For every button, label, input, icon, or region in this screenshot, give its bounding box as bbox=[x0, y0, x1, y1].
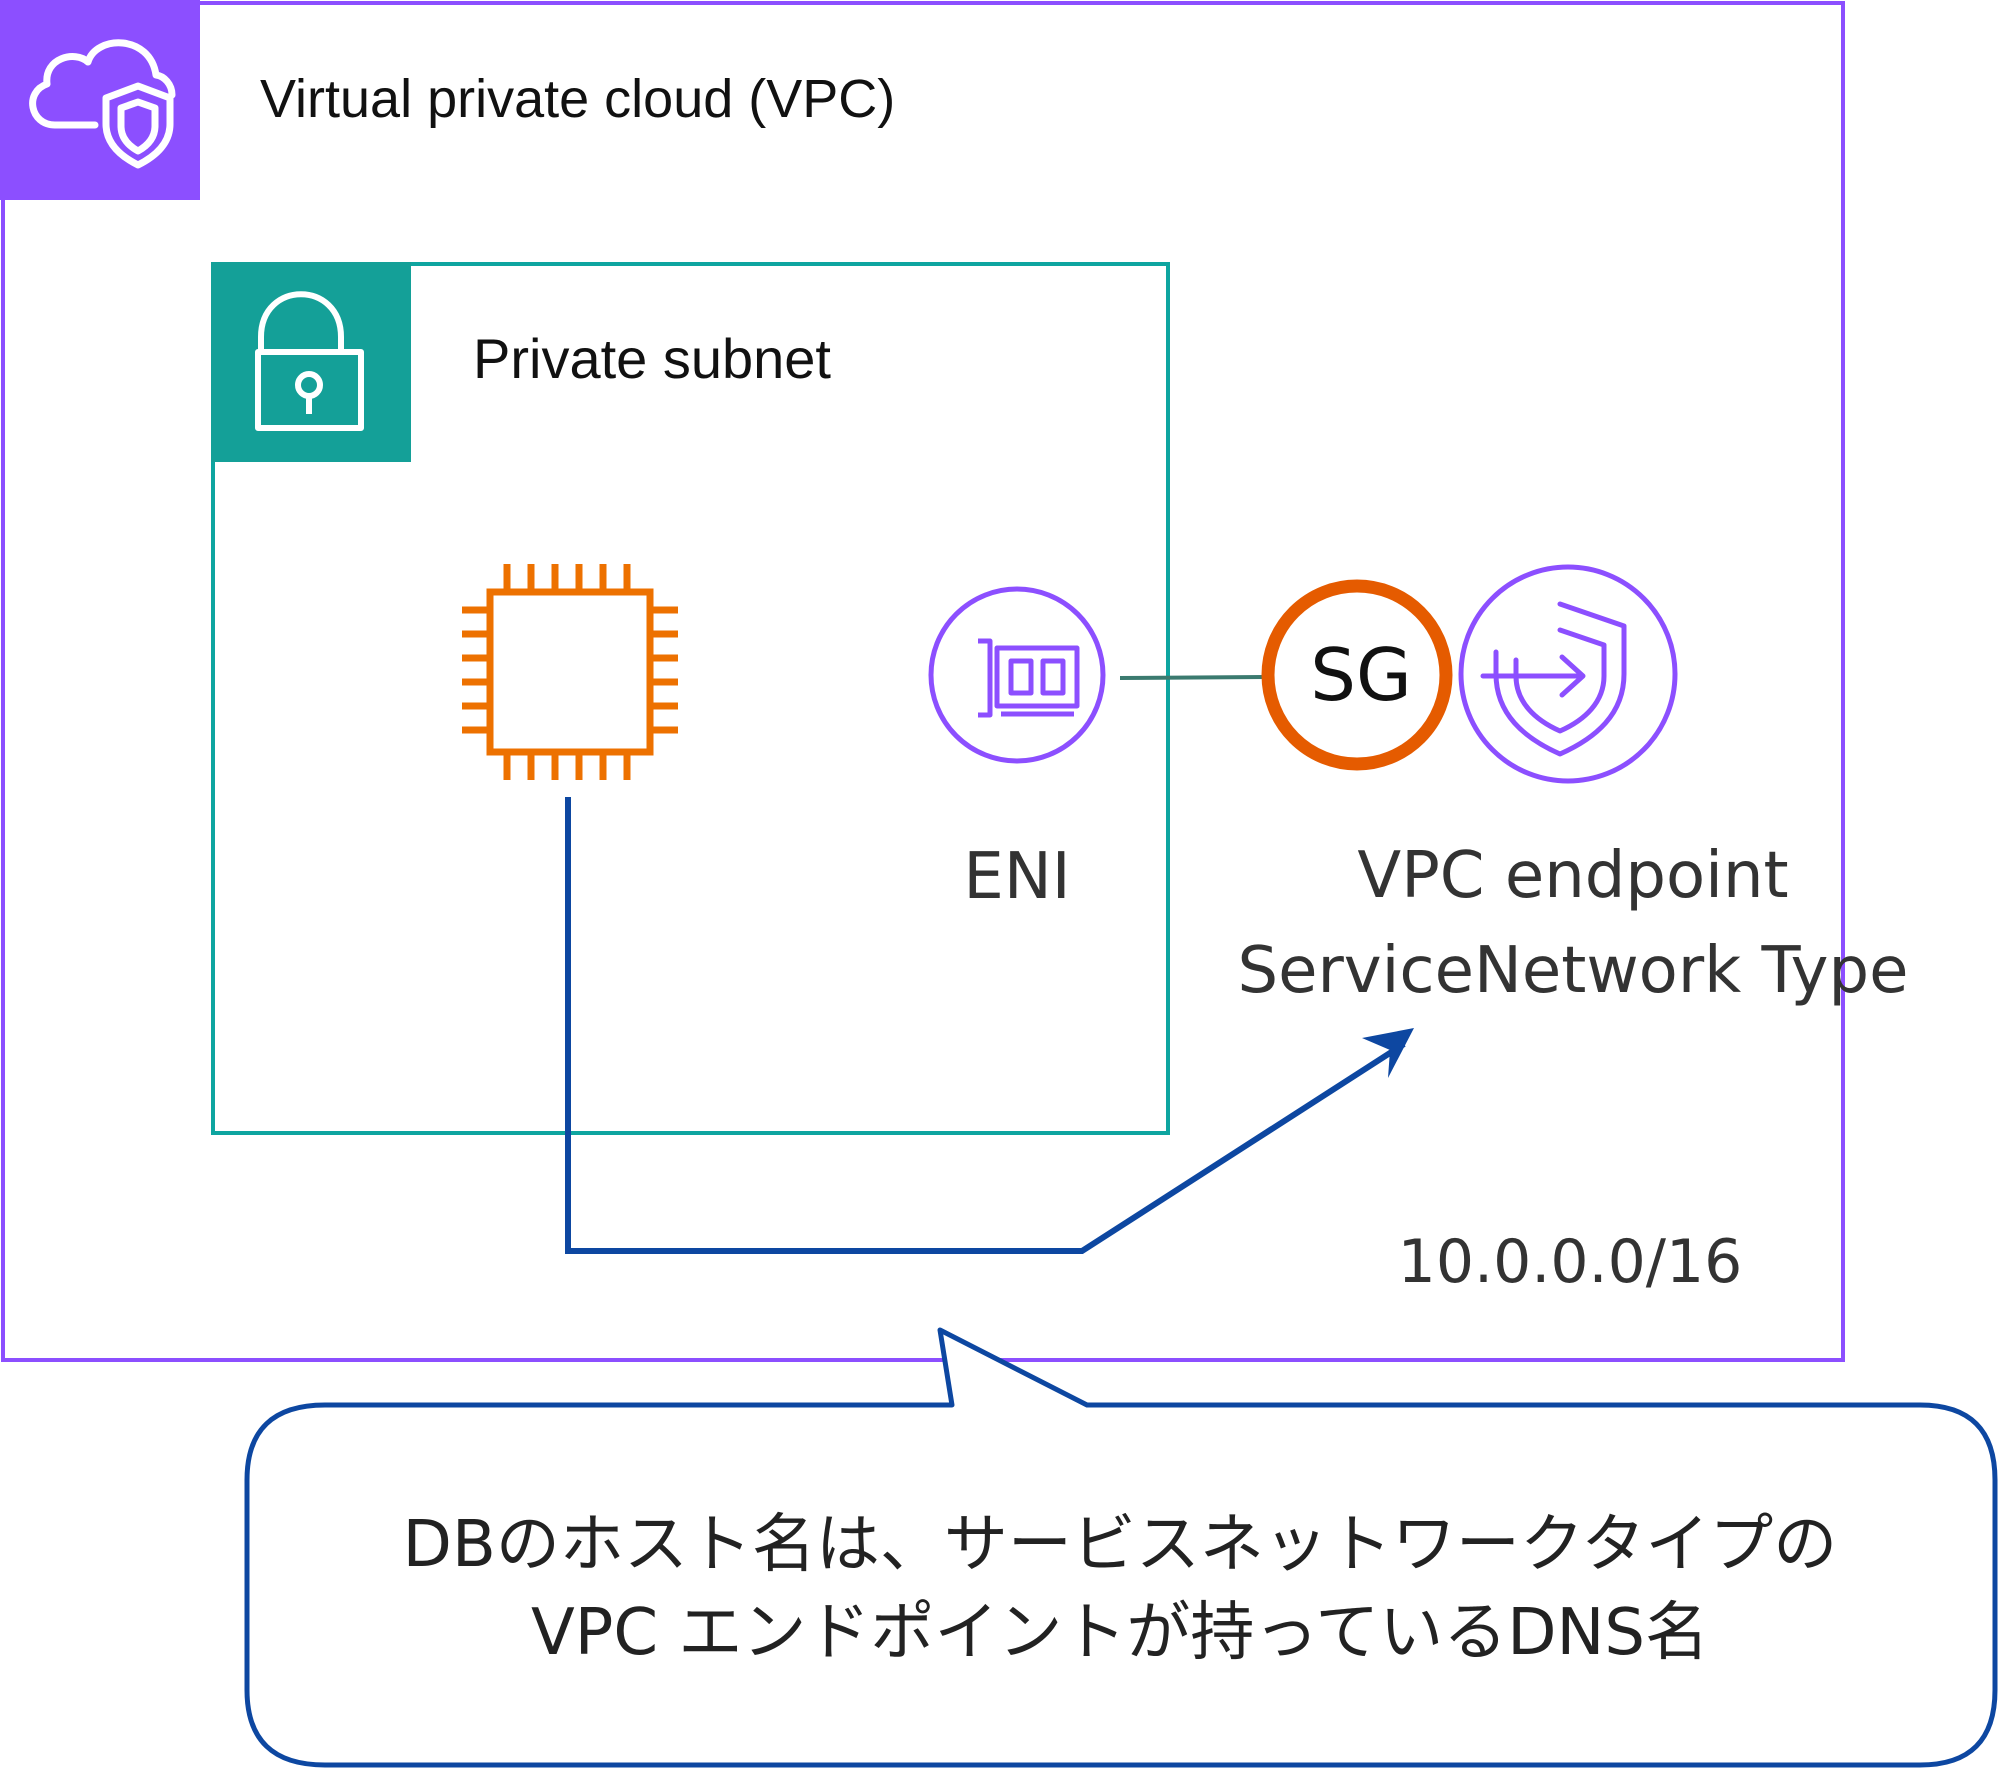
sg-ring bbox=[1261, 579, 1453, 771]
chip-icon bbox=[462, 564, 678, 780]
callout-bubble bbox=[244, 1327, 1998, 1768]
subnet-header-badge bbox=[211, 262, 411, 462]
instance-endpoint-connector bbox=[565, 797, 1414, 1254]
endpoint-label-line2: ServiceNetwork Type bbox=[1237, 934, 1908, 1008]
vpc-endpoint-node: VPC endpoint ServiceNetwork Type bbox=[1237, 564, 1909, 1008]
callout-line2: VPC エンドポイントが持っているDNS名 bbox=[531, 1596, 1709, 1670]
sg-label: SG bbox=[1310, 633, 1412, 717]
vpc-boundary bbox=[1, 1, 1845, 1362]
instance-chip-body bbox=[486, 588, 654, 756]
vpc-cidr: 10.0.0.0/16 bbox=[1398, 1227, 1743, 1297]
endpoint-label-line1: VPC endpoint bbox=[1357, 839, 1788, 913]
endpoint-shield-arrow-icon bbox=[1458, 564, 1678, 784]
callout: DBのホスト名は、サービスネットワークタイプの VPC エンドポイントが持ってい… bbox=[244, 1327, 1998, 1768]
private-subnet-group: Private subnet bbox=[211, 262, 1170, 1135]
vpc-title: Virtual private cloud (VPC) bbox=[260, 69, 895, 129]
network-card-icon bbox=[928, 586, 1106, 764]
eni-sg-link bbox=[1119, 675, 1265, 680]
connector-arrowhead bbox=[1362, 1028, 1414, 1078]
security-group-node: SG bbox=[1261, 579, 1453, 771]
callout-line1: DBのホスト名は、サービスネットワークタイプの bbox=[403, 1508, 1838, 1582]
vpc-group: Virtual private cloud (VPC) 10.0.0.0/16 bbox=[0, 0, 1845, 1362]
subnet-title: Private subnet bbox=[473, 327, 831, 390]
lock-icon bbox=[255, 291, 364, 431]
subnet-boundary bbox=[211, 262, 1170, 1135]
eni-label: ENI bbox=[963, 840, 1070, 914]
eni-node: ENI bbox=[928, 586, 1106, 914]
cloud-shield-icon bbox=[29, 39, 176, 169]
connector-path bbox=[565, 797, 1406, 1254]
